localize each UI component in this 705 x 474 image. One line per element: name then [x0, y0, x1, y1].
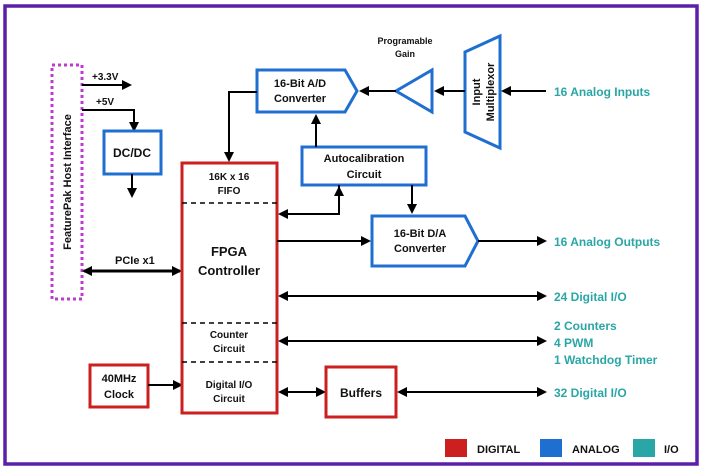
adc-block [255, 68, 359, 114]
dac-line1: 16-Bit D/A [394, 228, 447, 240]
dac-line2: Converter [394, 243, 447, 255]
autocal-line2: Circuit [347, 169, 382, 181]
legend-io-swatch [633, 439, 655, 457]
digital-io-32-label: 32 Digital I/O [554, 386, 627, 400]
dac-block [370, 214, 480, 268]
dcdc-box [102, 129, 163, 176]
dio-line1: Digital I/O [206, 380, 253, 391]
mux-block [463, 33, 502, 151]
legend-digital-label: DIGITAL [477, 444, 520, 456]
buffers-block [324, 365, 398, 419]
dcdc-label: DC/DC [113, 146, 151, 160]
adc-line1: 16-Bit A/D [274, 78, 326, 90]
adc-line2: Converter [274, 93, 327, 105]
host-interface-label: FeaturePak Host Interface [62, 114, 74, 250]
clock-line2: Clock [104, 389, 135, 401]
pcie-label: PCIe x1 [115, 255, 155, 267]
gain-line2: Gain [395, 49, 415, 59]
mux-line2: Multiplexor [485, 62, 497, 121]
host-interface-box [50, 63, 84, 301]
fpga-line2: Controller [198, 263, 260, 278]
analog-outputs-label: 16 Analog Outputs [554, 235, 661, 249]
fifo-line1: 16K x 16 [209, 172, 250, 183]
v5-line [82, 109, 139, 132]
v33-label: +3.3V [92, 72, 119, 83]
legend-analog-label: ANALOG [572, 444, 620, 456]
fpga-block [180, 161, 279, 415]
digital-io-24-label: 24 Digital I/O [554, 290, 627, 304]
fpga-line1: FPGA [211, 244, 248, 259]
fifo-line2: FIFO [218, 186, 241, 197]
legend-analog-swatch [540, 439, 562, 457]
legend-digital-swatch [445, 439, 467, 457]
counter-line1: Counter [210, 330, 248, 341]
adc-to-fifo [224, 91, 257, 162]
gain-line1: Programable [377, 36, 432, 46]
v5-label: +5V [96, 97, 114, 108]
counters-label: 2 Counters [554, 319, 617, 333]
legend-io-label: I/O [664, 444, 679, 456]
gain-amp [393, 67, 434, 115]
counter-line2: Circuit [213, 344, 245, 355]
pwm-label: 4 PWM [554, 336, 593, 350]
autocal-block [300, 145, 428, 187]
dio-line2: Circuit [213, 394, 245, 405]
watchdog-label: 1 Watchdog Timer [554, 353, 658, 367]
clock-line1: 40MHz [102, 373, 137, 385]
buffers-label: Buffers [340, 386, 382, 400]
analog-inputs-label: 16 Analog Inputs [554, 85, 651, 99]
mux-line1: Input [471, 78, 483, 105]
autocal-line1: Autocalibration [324, 153, 405, 165]
